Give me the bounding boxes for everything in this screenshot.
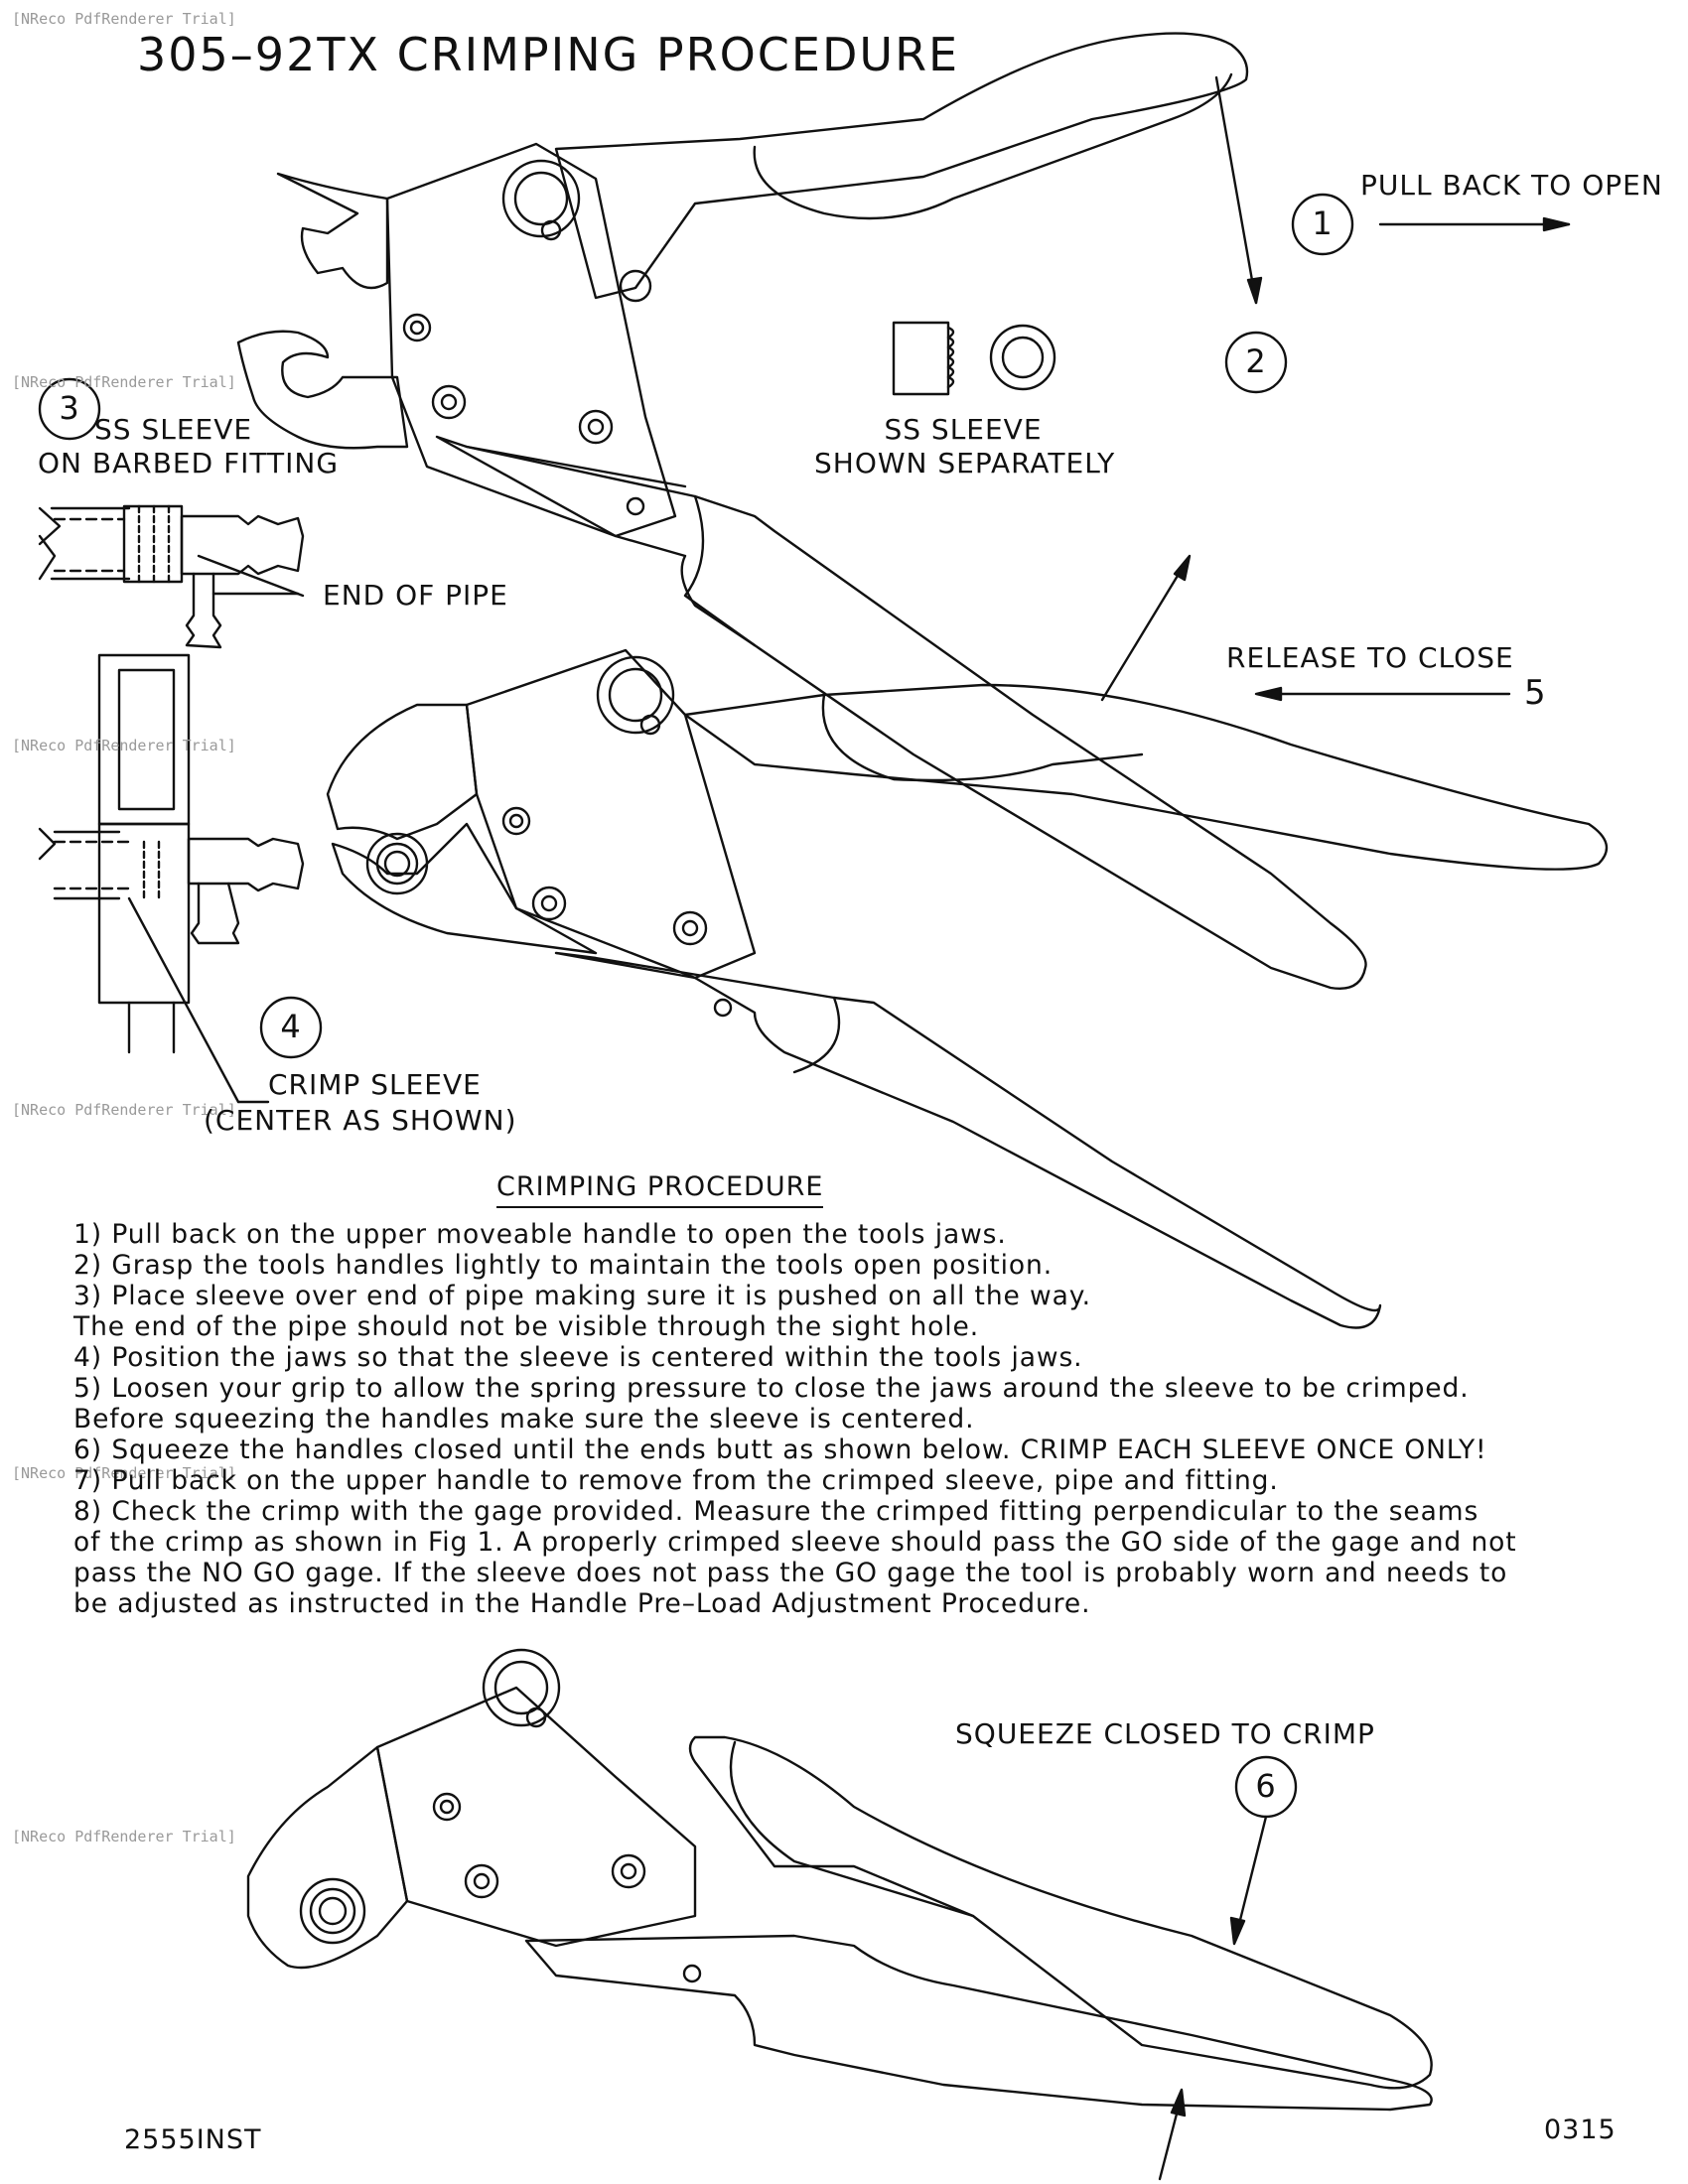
callout-5: 5: [1524, 673, 1547, 713]
procedure-line: The end of the pipe should not be visibl…: [73, 1311, 980, 1342]
procedure-line: of the crimp as shown in Fig 1. A proper…: [73, 1527, 1517, 1558]
procedure-line: Before squeezing the handles make sure t…: [73, 1404, 975, 1434]
label-ss-sleeve-fitting-2: ON BARBED FITTING: [38, 447, 340, 479]
label-squeeze: SQUEEZE CLOSED TO CRIMP: [955, 1717, 1375, 1750]
revision-code: 0315: [1544, 2115, 1617, 2145]
procedure-line: 7) Pull back on the upper handle to remo…: [73, 1465, 1279, 1496]
arrow-release: [1100, 554, 1511, 702]
callout-circles: [38, 193, 1354, 1819]
watermark-4: [NReco PdfRenderer Trial]: [12, 1101, 236, 1119]
lower-handle-3: [524, 1934, 1433, 2112]
label-crimp-sleeve-2: (CENTER AS SHOWN): [204, 1104, 517, 1137]
label-release-to-close: RELEASE TO CLOSE: [1226, 641, 1514, 674]
procedure-line: be adjusted as instructed in the Handle …: [73, 1588, 1091, 1619]
head-plate-3: [375, 1686, 697, 1948]
label-end-of-pipe: END OF PIPE: [323, 579, 508, 612]
upper-handle: [554, 32, 1249, 300]
arrow-grasp: [1214, 75, 1263, 305]
callout-4: 4: [280, 1008, 302, 1045]
lower-handle-2: [554, 951, 1382, 1329]
callout-1: 1: [1312, 205, 1334, 242]
procedure-line: 6) Squeeze the handles closed until the …: [73, 1434, 1487, 1465]
watermark-2: [NReco PdfRenderer Trial]: [12, 373, 236, 391]
lower-jaw: [236, 330, 409, 450]
tool-closing-illustration: [326, 648, 1609, 1329]
watermark-3: [NReco PdfRenderer Trial]: [12, 737, 236, 754]
watermark-1: [NReco PdfRenderer Trial]: [12, 10, 236, 28]
watermark-5: [NReco PdfRenderer Trial]: [12, 1464, 236, 1482]
procedure-line: 4) Position the jaws so that the sleeve …: [73, 1342, 1083, 1373]
crimp-center-view: [38, 653, 305, 1104]
watermark-6: [NReco PdfRenderer Trial]: [12, 1828, 236, 1845]
crimp-sleeve-in-jaw: [365, 832, 429, 895]
callout-2: 2: [1245, 342, 1267, 380]
callout-6: 6: [1255, 1767, 1277, 1805]
label-crimp-sleeve-1: CRIMP SLEEVE: [268, 1068, 482, 1101]
crimped-sleeve: [299, 1877, 366, 1945]
procedure-line: 8) Check the crimp with the gage provide…: [73, 1496, 1479, 1527]
head-plate-2: [465, 648, 757, 980]
document-code: 2555INST: [124, 2124, 262, 2155]
label-ss-sleeve-sep-1: SS SLEEVE: [884, 413, 1043, 446]
barbed-fitting-illustration: [38, 504, 305, 649]
head-plate: [385, 142, 677, 538]
procedure-line: 2) Grasp the tools handles lightly to ma…: [73, 1250, 1054, 1281]
arrow-pull-back: [1378, 216, 1571, 232]
procedure-line: pass the NO GO gage. If the sleeve does …: [73, 1558, 1508, 1588]
tool-open-illustration: [236, 32, 1367, 990]
ss-sleeve-separate: [892, 321, 1056, 396]
procedure-line: 5) Loosen your grip to allow the spring …: [73, 1373, 1470, 1404]
upper-jaw: [276, 172, 389, 290]
procedure-heading: CRIMPING PROCEDURE: [496, 1171, 824, 1208]
procedure-steps: 1) Pull back on the upper moveable handl…: [73, 1219, 1662, 1619]
label-pull-back: PULL BACK TO OPEN: [1360, 169, 1663, 202]
upper-handle-2: [683, 683, 1609, 871]
ratchet-gear: [501, 159, 581, 238]
label-ss-sleeve-sep-2: SHOWN SEPARATELY: [814, 447, 1116, 479]
lower-handle: [435, 435, 1367, 990]
callout-3: 3: [59, 389, 80, 427]
label-ss-sleeve-fitting-1: SS SLEEVE: [94, 413, 253, 446]
procedure-line: 1) Pull back on the upper moveable handl…: [73, 1219, 1007, 1250]
arrow-squeeze: [1158, 1815, 1268, 2181]
procedure-line: 3) Place sleeve over end of pipe making …: [73, 1281, 1091, 1311]
page-title: 305–92TX CRIMPING PROCEDURE: [137, 28, 960, 81]
tool-squeezed-illustration: [246, 1648, 1433, 2112]
upper-handle-3: [688, 1735, 1433, 2090]
